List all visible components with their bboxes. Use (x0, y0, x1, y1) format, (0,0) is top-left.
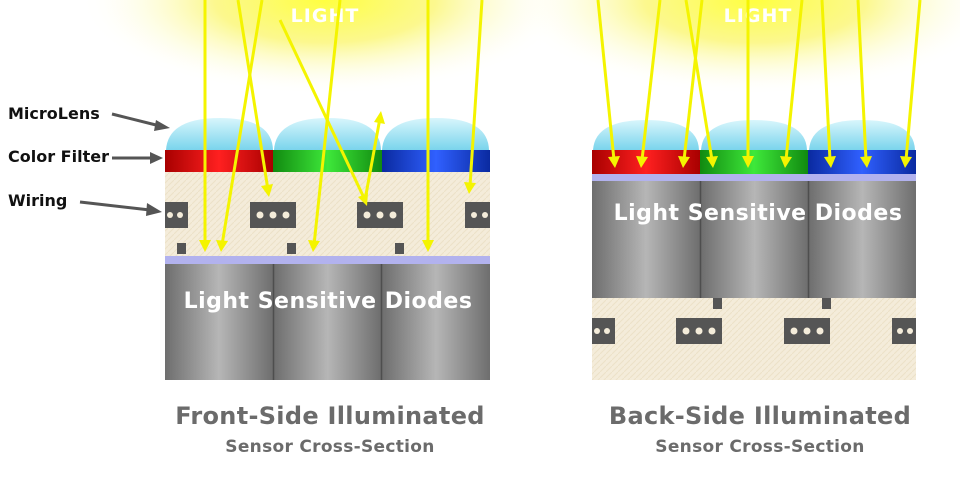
back-diode-1 (592, 180, 700, 298)
back-diode-3 (809, 180, 916, 298)
front-wiring-block-2 (250, 202, 296, 254)
back-green-filter (700, 150, 808, 174)
light-label-back: LIGHT (724, 5, 793, 27)
color-filter-label: Color Filter (8, 147, 109, 166)
wiring-label: Wiring (8, 191, 67, 210)
back-wiring-block-3 (784, 298, 831, 344)
back-microlens-2 (701, 120, 807, 150)
light-glow-front (80, 0, 570, 95)
front-green-filter (273, 150, 382, 172)
front-microlens-3 (382, 118, 489, 150)
front-red-filter (165, 150, 273, 172)
back-caption-subtitle: Sensor Cross-Section (655, 437, 864, 457)
front-wiring-layer (165, 172, 490, 258)
front-microlens-1 (166, 118, 273, 150)
front-blue-filter (382, 150, 490, 172)
side-labels: MicroLens Color Filter Wiring (8, 104, 170, 216)
front-diodes-label: Light Sensitive Diodes (184, 289, 473, 314)
back-wiring-block-1 (592, 318, 615, 344)
front-wiring-block-1 (165, 202, 188, 254)
front-light-rays (199, 0, 484, 252)
back-sensor: Light Sensitive Diodes (592, 120, 916, 380)
front-diode-2 (274, 264, 381, 380)
back-diode-2 (701, 180, 808, 298)
back-interface-strip (592, 174, 916, 181)
front-caption-subtitle: Sensor Cross-Section (225, 437, 434, 457)
front-interface-strip (165, 256, 490, 264)
front-wiring-block-3 (357, 202, 404, 254)
back-caption-title: Back-Side Illuminated (609, 402, 911, 430)
back-wiring-layer (592, 298, 916, 380)
front-diode-3 (382, 264, 490, 380)
microlens-label: MicroLens (8, 104, 100, 123)
front-wiring-block-4 (465, 202, 490, 228)
front-diode-1 (165, 264, 273, 380)
back-blue-filter (808, 150, 916, 174)
back-wiring-block-2 (676, 298, 722, 344)
light-label-front: LIGHT (291, 5, 360, 27)
back-light-rays (596, 0, 922, 168)
back-diodes-label: Light Sensitive Diodes (614, 201, 903, 226)
front-caption-title: Front-Side Illuminated (175, 402, 485, 430)
back-microlens-3 (809, 120, 915, 150)
light-glow-back (510, 0, 960, 95)
back-wiring-block-4 (892, 318, 916, 344)
front-sensor: Light Sensitive Diodes (165, 118, 490, 380)
front-microlens-2 (274, 118, 381, 150)
